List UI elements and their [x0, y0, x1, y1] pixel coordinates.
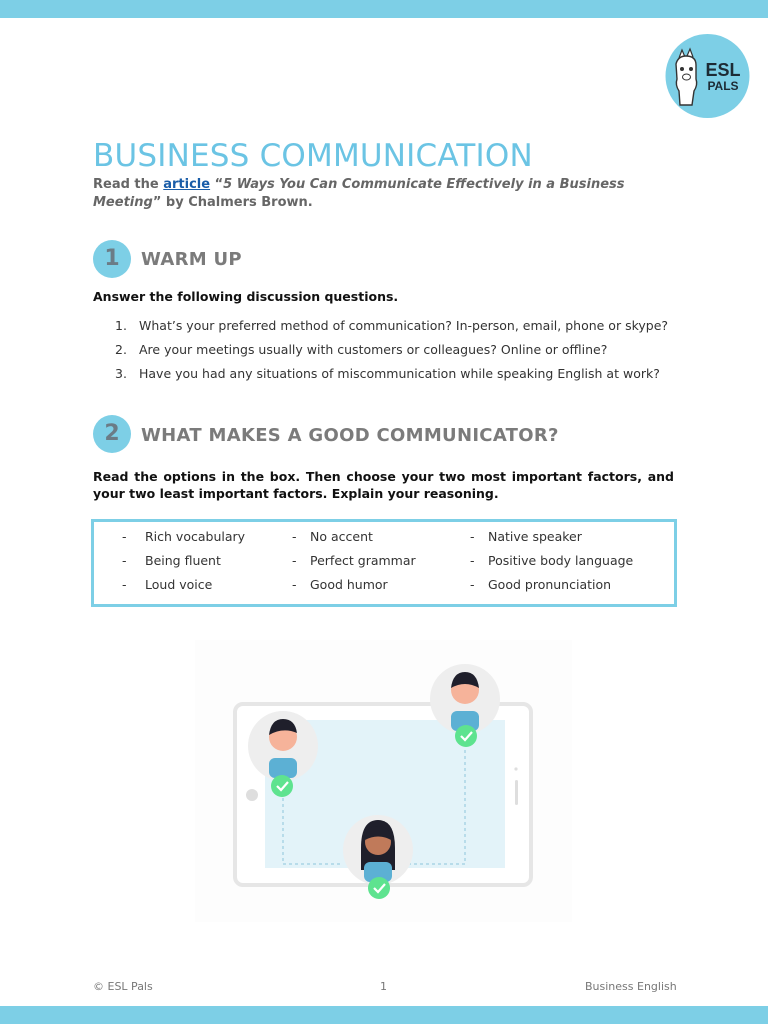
dash: - — [122, 577, 127, 592]
footer-subject: Business English — [585, 980, 677, 993]
dash: - — [122, 529, 127, 544]
esl-pals-logo: ESL PALS — [665, 34, 750, 118]
dash: - — [292, 529, 297, 544]
article-title: 5 Ways You Can Communicate Effectively i… — [93, 177, 625, 210]
article-link[interactable]: article — [163, 177, 211, 192]
top-band — [0, 0, 768, 18]
option-label: Being fluent — [145, 553, 221, 568]
list-item: 2. Are your meetings usually with custome… — [115, 340, 668, 364]
person-avatar-icon — [343, 815, 413, 899]
option-item: -Positive body language — [470, 553, 633, 568]
question-number: 2. — [115, 342, 127, 357]
footer-copyright: © ESL Pals — [93, 980, 153, 993]
question-number: 3. — [115, 366, 127, 381]
section-1-title: WARM UP — [141, 249, 242, 270]
question-text: Are your meetings usually with customers… — [139, 342, 608, 357]
video-meeting-illustration — [195, 640, 572, 922]
option-item: -Good humor — [292, 577, 388, 592]
option-item: - Rich vocabulary — [122, 529, 245, 544]
option-label: Good humor — [310, 577, 388, 592]
question-text: What’s your preferred method of communic… — [139, 318, 669, 333]
section-2-title: WHAT MAKES A GOOD COMMUNICATOR? — [141, 425, 559, 446]
option-label: Loud voice — [145, 577, 213, 592]
option-label: Rich vocabulary — [145, 529, 246, 544]
logo-line1: ESL — [705, 60, 740, 80]
bottom-band — [0, 1006, 768, 1024]
section-1-instruction: Answer the following discussion question… — [93, 289, 399, 304]
option-item: -Good pronunciation — [470, 577, 611, 592]
question-list: 1. What’s your preferred method of commun… — [115, 316, 668, 388]
person-avatar-icon — [248, 711, 318, 797]
list-item: 1. What’s your preferred method of commun… — [115, 316, 668, 340]
dash: - — [470, 529, 475, 544]
dash: - — [292, 577, 297, 592]
option-item: -Native speaker — [470, 529, 582, 544]
option-item: -Perfect grammar — [292, 553, 416, 568]
option-item: - Being fluent — [122, 553, 221, 568]
option-item: -No accent — [292, 529, 373, 544]
dash: - — [470, 553, 475, 568]
intro-quote-open: “ — [210, 177, 224, 192]
option-item: - Loud voice — [122, 577, 212, 592]
list-item: 3. Have you had any situations of miscomm… — [115, 364, 668, 388]
section-2-instruction: Read the options in the box. Then choose… — [93, 469, 674, 501]
section-2-number: 2 — [93, 415, 131, 453]
section-1-number: 1 — [93, 240, 131, 278]
logo-line2: PALS — [707, 79, 738, 93]
connection-lines — [282, 750, 466, 865]
option-label: No accent — [310, 529, 373, 544]
person-avatar-icon — [430, 664, 500, 747]
option-label: Perfect grammar — [310, 553, 416, 568]
footer-page-number: 1 — [380, 980, 387, 993]
dash: - — [122, 553, 127, 568]
dash: - — [470, 577, 475, 592]
intro-text: Read the article “5 Ways You Can Communi… — [93, 176, 683, 212]
dash: - — [292, 553, 297, 568]
intro-suffix: ” by Chalmers Brown. — [152, 195, 313, 210]
options-box — [91, 519, 677, 607]
option-label: Good pronunciation — [488, 577, 612, 592]
option-label: Native speaker — [488, 529, 582, 544]
llama-icon — [675, 47, 698, 106]
page-title: BUSINESS COMMUNICATION — [93, 138, 533, 174]
intro-prefix: Read the — [93, 177, 164, 192]
question-text: Have you had any situations of miscommun… — [139, 366, 660, 381]
question-number: 1. — [115, 318, 127, 333]
option-label: Positive body language — [488, 553, 634, 568]
